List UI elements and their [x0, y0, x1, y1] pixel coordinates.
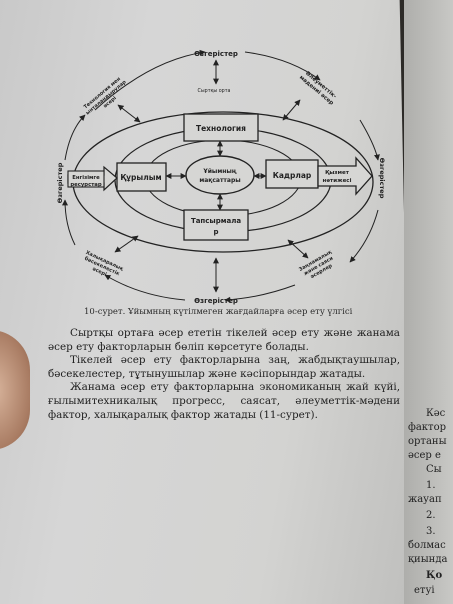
- paragraph: Сыртқы ортаға әсер ететін тікелей әсер е…: [48, 327, 400, 353]
- paragraph: Тікелей әсер ету факторларына заң, жабды…: [48, 354, 400, 380]
- box-tasks-label-1: Тапсырмала: [191, 217, 241, 225]
- figure-caption: 10-сурет. Ұйымның күтілмеген жағдайларға…: [84, 307, 353, 317]
- book-page-right: Кәс фактор ортаны әсер е Сы 1. жауап 2. …: [404, 0, 453, 604]
- body-text: Сыртқы ортаға әсер ететін тікелей әсер е…: [48, 327, 400, 422]
- side-text-line: ортаны: [408, 436, 447, 447]
- label-left-changes: Өзгерістер: [56, 162, 64, 203]
- goals-ellipse: [185, 155, 255, 195]
- box-structure-label: Құрылым: [120, 173, 161, 182]
- label-bottom-changes: Өзгерістер: [194, 297, 238, 305]
- side-text-line: 2.: [426, 510, 436, 521]
- goals-label-1: Ұйымның: [202, 168, 236, 175]
- goals-label-2: мақсаттары: [199, 177, 240, 184]
- side-text-line: болмас: [408, 540, 446, 551]
- side-text-line: етуі: [414, 585, 435, 596]
- box-tasks: [183, 209, 249, 241]
- side-text-line: 1.: [426, 480, 436, 491]
- label-right-changes: Өзгерістер: [378, 158, 386, 199]
- side-text-line: Қо: [426, 570, 443, 581]
- output-label-1: Қызмет: [325, 170, 350, 176]
- side-text-line: әсер е: [408, 450, 441, 461]
- side-text-line: қиында: [408, 554, 448, 565]
- book-page-left: [0, 0, 412, 604]
- output-label-2: нәтижесі: [323, 178, 352, 184]
- output-arrow: [317, 156, 373, 196]
- box-staff-label: Кадрлар: [273, 171, 312, 180]
- box-tasks-label-2: р: [213, 228, 218, 236]
- label-top-changes: Өзгерістер: [194, 50, 238, 58]
- side-text-line: жауап: [408, 494, 442, 505]
- side-text-line: 3.: [426, 526, 436, 537]
- box-technology: [183, 113, 259, 142]
- input-label-1: Енгізімге: [72, 175, 100, 181]
- box-technology-label: Технология: [196, 124, 246, 133]
- paragraph: Жанама әсер ету факторларына экономиканы…: [48, 381, 400, 421]
- label-outer-environment: Сыртқы орта: [198, 88, 231, 94]
- side-text-line: фактор: [408, 422, 446, 433]
- box-structure: [116, 162, 167, 192]
- side-text-line: Кәс: [426, 408, 446, 419]
- side-text-line: Сы: [426, 464, 442, 475]
- ll-label-3: әсері: [91, 266, 107, 278]
- input-label-2: ресурстар: [70, 182, 102, 188]
